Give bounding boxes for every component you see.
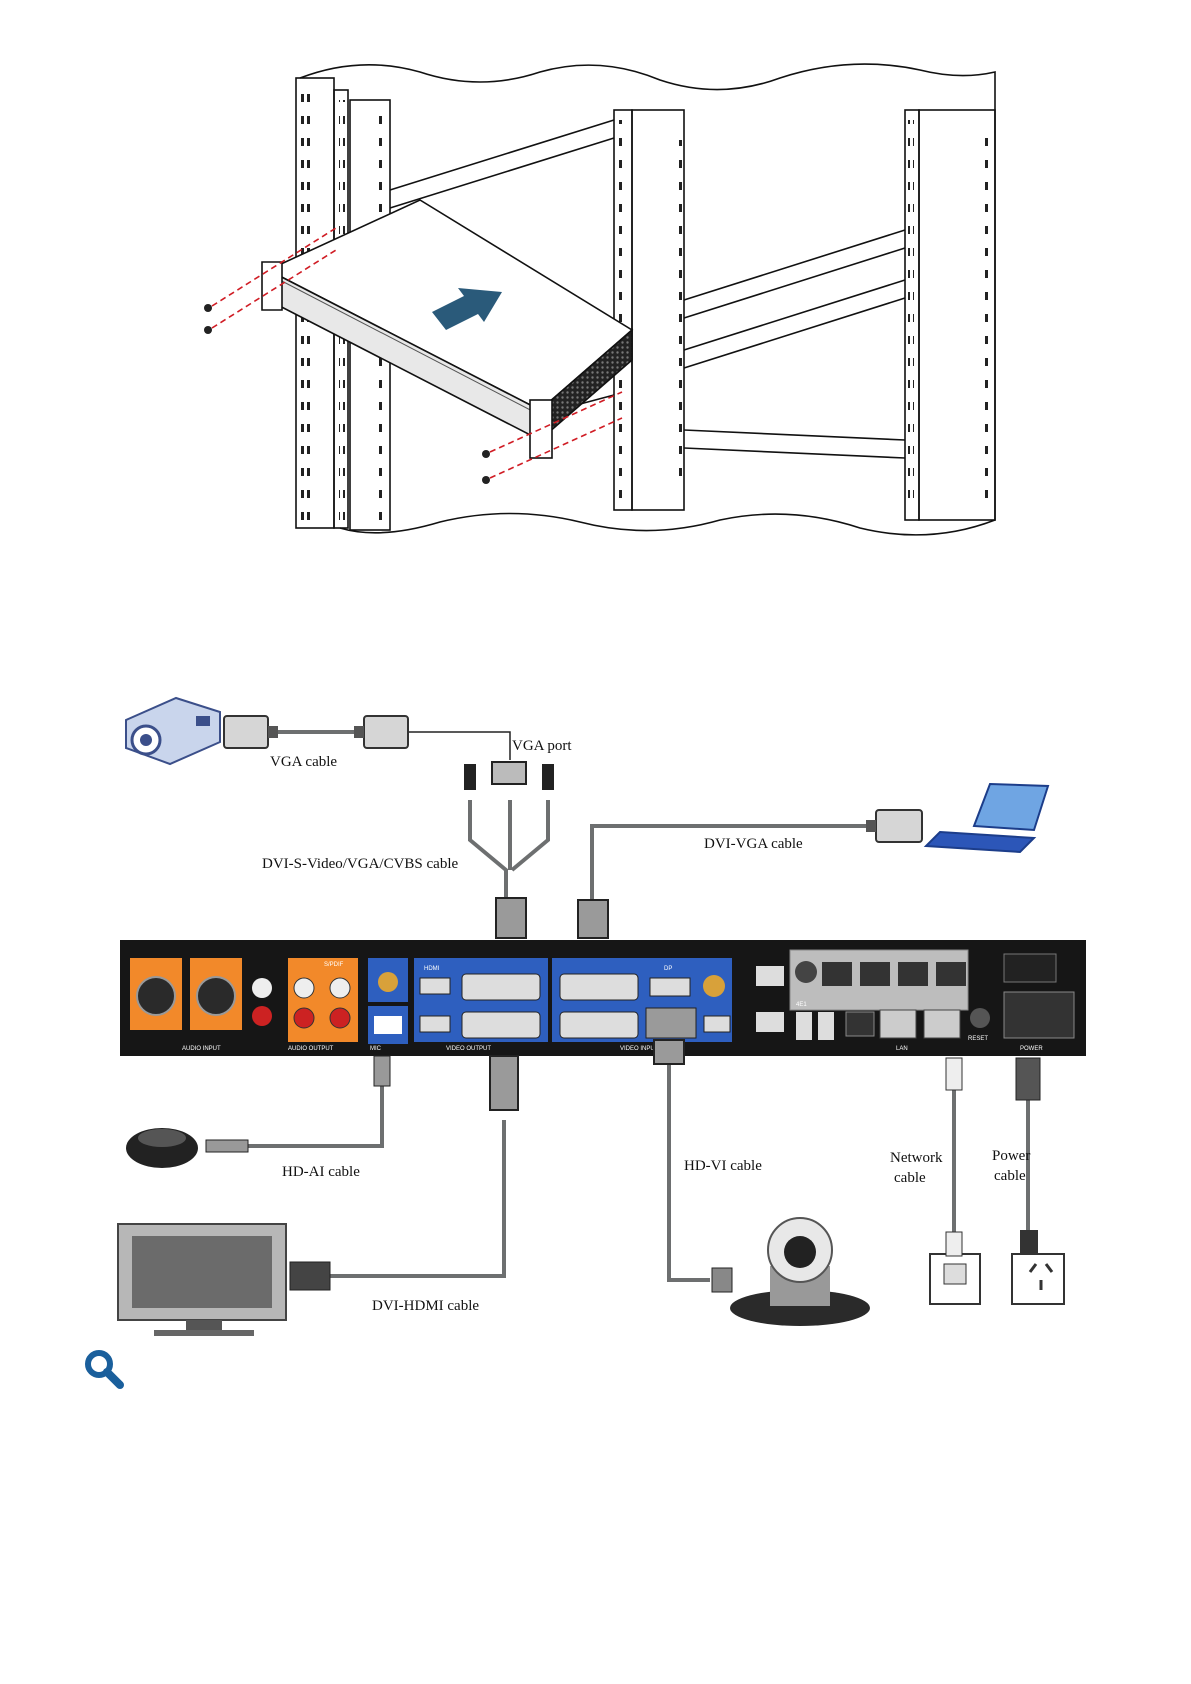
label-audio-input: AUDIO INPUT [182,1046,221,1052]
network-label-line1: Network [890,1150,943,1166]
magnifier-icon[interactable] [82,1347,126,1391]
label-reset: RESET [968,1036,988,1042]
laptop-icon [926,784,1048,852]
hdai-label: HD-AI cable [282,1164,360,1180]
dvi-vga-connector [578,810,922,938]
camera-icon [712,1218,870,1326]
network-label-line2: cable [894,1170,926,1186]
power-label-line2: cable [994,1168,1026,1184]
vga-port-line [408,732,510,760]
label-video-input: VIDEO INPUT [620,1046,659,1052]
network-socket-icon [930,1232,980,1304]
back-panel: AUDIO INPUT AUDIO OUTPUT MIC VIDEO OUTPU… [120,940,1086,1056]
label-power: POWER [1020,1046,1043,1052]
label-dp: DP [664,966,672,972]
monitor-icon [118,1224,330,1336]
power-label-line1: Power [992,1148,1030,1164]
vga-cable-label: VGA cable [270,754,337,770]
vga-port-label: VGA port [512,738,572,754]
label-video-output: VIDEO OUTPUT [446,1046,491,1052]
power-switch [1004,954,1056,982]
label-mic: MIC [370,1046,382,1052]
label-hdmi: HDMI [424,966,440,972]
vga-connector [224,716,278,748]
hdai-line [248,1086,382,1146]
label-spdif: S/PDIF [324,962,344,968]
power-socket-icon [1012,1230,1064,1304]
dvi-hdmi-line [330,1120,504,1276]
vga-connector [354,716,408,748]
dvi-hdmi-label: DVI-HDMI cable [372,1298,479,1314]
hdvi-label: HD-VI cable [684,1158,762,1174]
projector-icon [126,698,220,764]
audio-output-block [288,958,358,1042]
dvi-svideo-label: DVI-S-Video/VGA/CVBS cable [262,856,458,872]
microphone-icon [126,1128,248,1168]
dvi-vga-label: DVI-VGA cable [704,836,803,852]
label-e1: 4E1 [796,1002,807,1008]
label-audio-output: AUDIO OUTPUT [288,1046,334,1052]
power-inlet [1004,992,1074,1038]
label-lan: LAN [896,1046,908,1052]
